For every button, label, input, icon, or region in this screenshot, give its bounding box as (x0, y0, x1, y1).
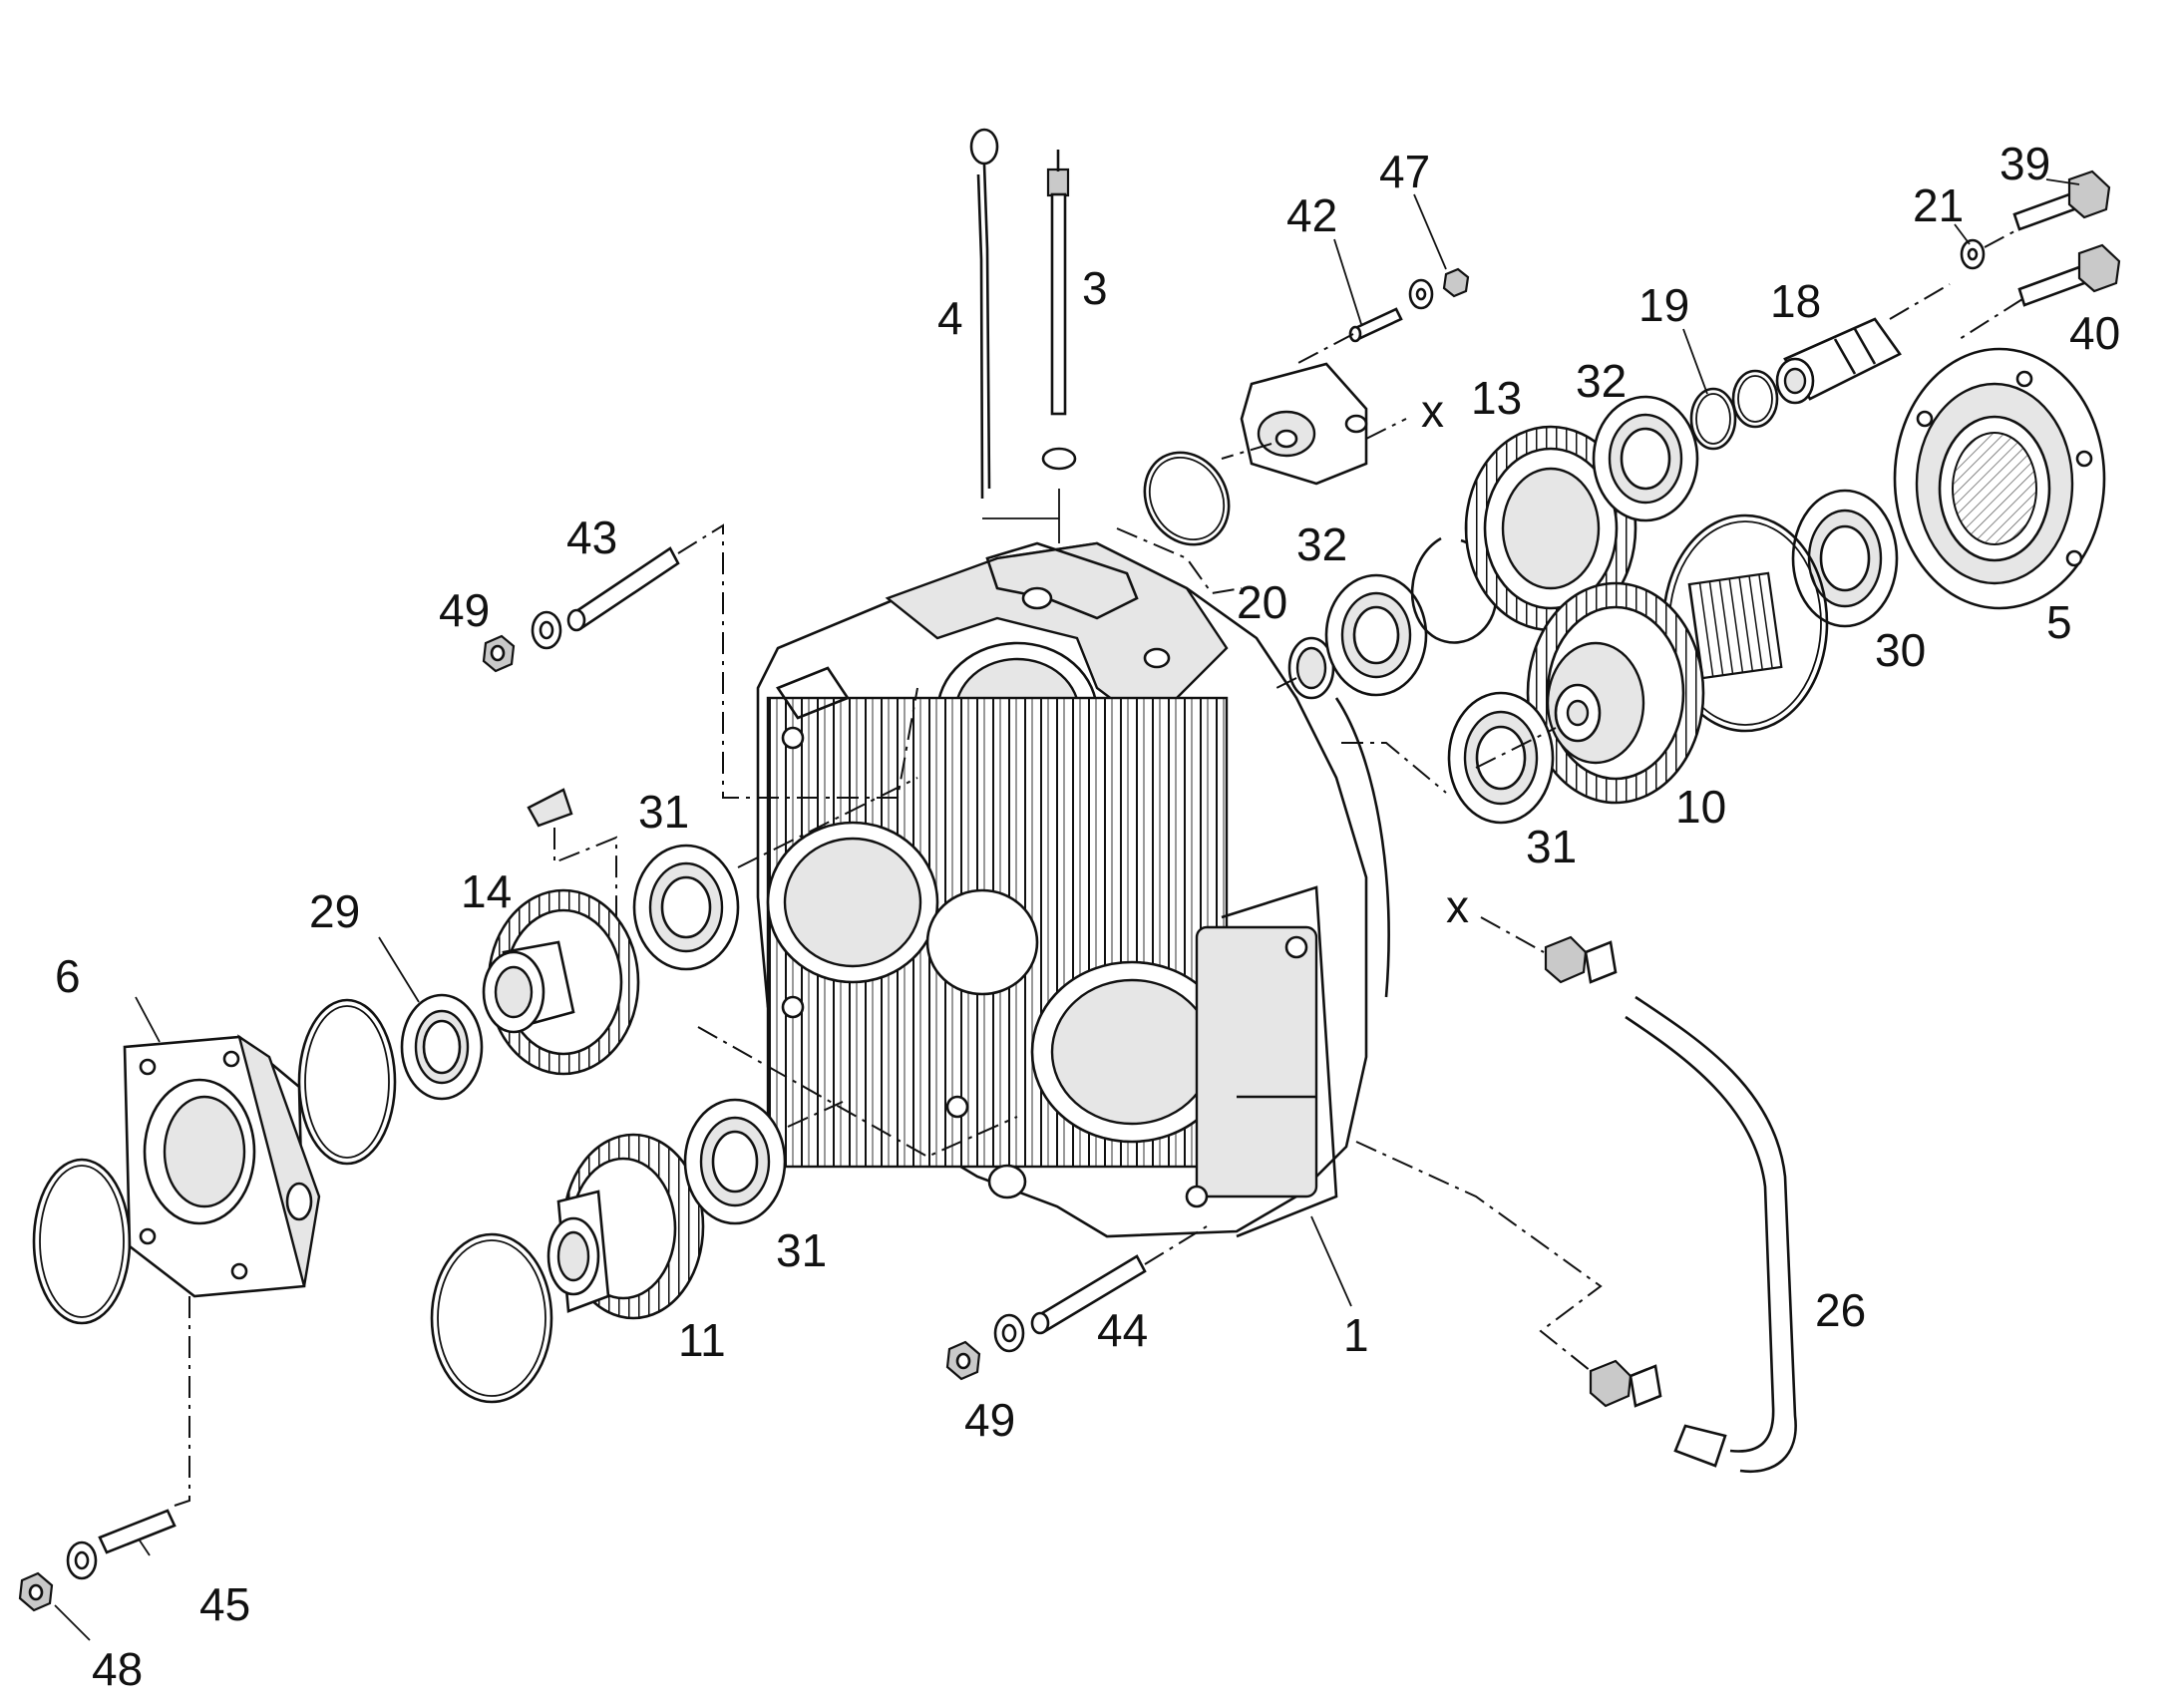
callout-x-top: x (1421, 385, 1444, 437)
bearing-31-lower-left (683, 1098, 787, 1225)
washer-21 (1960, 238, 1986, 270)
stud-45 (98, 1509, 177, 1554)
washer-49-upper (531, 610, 562, 650)
bearing-31-right (1447, 691, 1555, 825)
callout-30: 30 (1875, 624, 1926, 676)
bearing-32-mid (1324, 573, 1428, 697)
callout-42: 42 (1286, 189, 1337, 241)
dipstick (969, 128, 999, 500)
callout-39: 39 (1999, 138, 2050, 189)
callout-47: 47 (1379, 146, 1430, 197)
nut-47 (1442, 267, 1470, 298)
nut-48 (18, 1571, 54, 1612)
callout-10: 10 (1675, 781, 1726, 833)
callout-43: 43 (566, 512, 617, 563)
o-ring-left-middle (297, 998, 397, 1166)
pin-42 (1348, 307, 1403, 343)
callout-26: 26 (1815, 1284, 1866, 1336)
callout-44: 44 (1097, 1304, 1148, 1356)
washer-48 (66, 1540, 98, 1580)
callout-31-lower-left: 31 (776, 1224, 827, 1276)
ring-19 (1689, 387, 1737, 451)
stud-44 (1030, 1254, 1147, 1335)
washer-49-lower (993, 1313, 1025, 1353)
callout-19: 19 (1638, 279, 1689, 331)
breather-tube (1041, 150, 1077, 471)
o-ring-shaft (1731, 369, 1779, 429)
callout-32-mid: 32 (1296, 518, 1347, 570)
callout-49-lower: 49 (964, 1394, 1015, 1446)
shaft-18 (1775, 317, 1902, 405)
bolt-40 (2017, 243, 2121, 307)
hose-26 (1625, 995, 1797, 1474)
callout-11: 11 (678, 1314, 726, 1366)
callout-31-right: 31 (1526, 821, 1577, 872)
stud-43 (566, 546, 680, 632)
callout-20: 20 (1237, 576, 1287, 628)
callout-45: 45 (199, 1578, 250, 1630)
callout-40: 40 (2069, 307, 2120, 359)
callout-32-top: 32 (1576, 355, 1627, 407)
callout-x-right: x (1446, 880, 1469, 932)
callout-4: 4 (937, 292, 963, 344)
o-ring-top (1143, 451, 1231, 546)
nut-49-lower (945, 1340, 981, 1381)
gear-14 (482, 888, 640, 1076)
callout-21: 21 (1913, 179, 1964, 231)
seal-29 (400, 993, 484, 1101)
nut-49-upper (482, 634, 516, 673)
callout-3: 3 (1082, 262, 1108, 314)
bolt-39 (2012, 170, 2111, 231)
callout-14: 14 (461, 865, 512, 917)
cover-plate-6 (123, 1034, 321, 1298)
callout-49-upper: 49 (439, 584, 490, 636)
gear-shaft-10 (1526, 571, 1783, 805)
gearbox-housing (756, 541, 1390, 1238)
callout-18: 18 (1770, 275, 1821, 327)
o-ring-left-outer (32, 1158, 132, 1325)
fitting-lower (1589, 1359, 1662, 1408)
gear-13 (1464, 425, 1637, 632)
bearing-31-upper-left (632, 844, 740, 971)
callout-48: 48 (92, 1643, 143, 1695)
bearing-cover-top (1240, 362, 1368, 486)
fitting-upper (1544, 935, 1618, 984)
woodruff-key (527, 788, 573, 828)
washer-42 (1408, 278, 1434, 310)
bearing-32-top (1592, 395, 1699, 522)
seal-20 (1287, 636, 1335, 700)
gear-11 (546, 1133, 705, 1320)
callout-31-upper-left: 31 (638, 786, 689, 838)
callout-1: 1 (1343, 1309, 1369, 1361)
callout-13: 13 (1471, 372, 1522, 424)
bearing-30 (1791, 489, 1899, 628)
o-ring-lower (430, 1232, 553, 1404)
cover-flange-5 (1893, 347, 2106, 610)
callout-6: 6 (55, 950, 81, 1002)
callout-5: 5 (2046, 596, 2072, 648)
leader-lines (54, 178, 2080, 1641)
callout-29: 29 (309, 885, 360, 937)
